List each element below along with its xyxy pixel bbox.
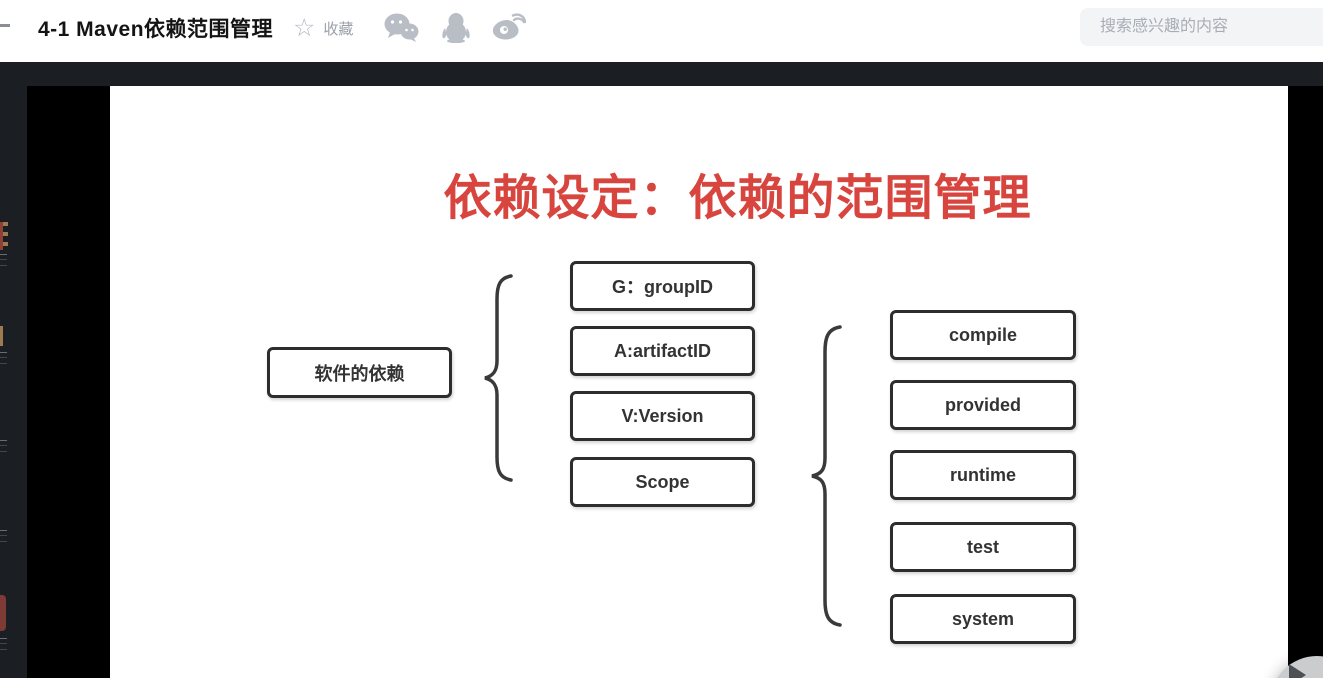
diagram-box-system: system <box>890 594 1076 644</box>
video-slide: 依赖设定：依赖的范围管理 软件的依赖 G：groupID A:artifactI… <box>110 86 1288 678</box>
diagram-box-scope: Scope <box>570 457 755 507</box>
diagram-box-compile: compile <box>890 310 1076 360</box>
qq-share-button[interactable] <box>442 12 470 43</box>
left-sidebar <box>0 62 27 678</box>
favorite-label: 收藏 <box>323 20 354 38</box>
sidebar-tab-fragment[interactable] <box>0 530 7 554</box>
sidebar-tab-fragment[interactable] <box>0 595 6 631</box>
collapsed-menu-dash-icon <box>0 24 10 27</box>
video-player[interactable]: 依赖设定：依赖的范围管理 软件的依赖 G：groupID A:artifactI… <box>27 86 1323 678</box>
weibo-share-button[interactable] <box>492 12 526 40</box>
sidebar-tab-fragment[interactable] <box>0 254 7 272</box>
qq-icon <box>442 13 470 43</box>
sidebar-tab-fragment[interactable] <box>0 352 7 374</box>
curly-brace-right <box>811 325 842 627</box>
page-title: 4-1 Maven依赖范围管理 <box>38 18 274 41</box>
curly-brace-left <box>484 274 513 482</box>
diagram-box-runtime: runtime <box>890 450 1076 500</box>
diagram-box-provided: provided <box>890 380 1076 430</box>
slide-title: 依赖设定：依赖的范围管理 <box>443 172 1032 225</box>
diagram-box-test: test <box>890 522 1076 572</box>
sidebar-tab-fragment[interactable] <box>0 638 7 658</box>
search-input[interactable] <box>1080 8 1323 46</box>
wechat-icon <box>384 13 419 42</box>
favorite-button[interactable]: ☆ 收藏 <box>293 12 353 44</box>
diagram-box-groupid: G：groupID <box>570 261 755 311</box>
sidebar-tab-fragment[interactable] <box>0 222 8 250</box>
sidebar-tab-fragment[interactable] <box>0 440 7 464</box>
star-icon: ☆ <box>293 14 316 42</box>
wechat-share-button[interactable] <box>383 12 419 42</box>
page-header: 4-1 Maven依赖范围管理 ☆ 收藏 <box>0 0 1323 62</box>
play-icon <box>1289 664 1306 678</box>
sidebar-tab-fragment[interactable] <box>0 326 3 346</box>
diagram-box-version: V:Version <box>570 391 755 441</box>
weibo-icon <box>492 13 526 40</box>
search-box <box>1080 8 1323 46</box>
diagram-box-root: 软件的依赖 <box>267 347 452 398</box>
diagram-box-artifactid: A:artifactID <box>570 326 755 376</box>
